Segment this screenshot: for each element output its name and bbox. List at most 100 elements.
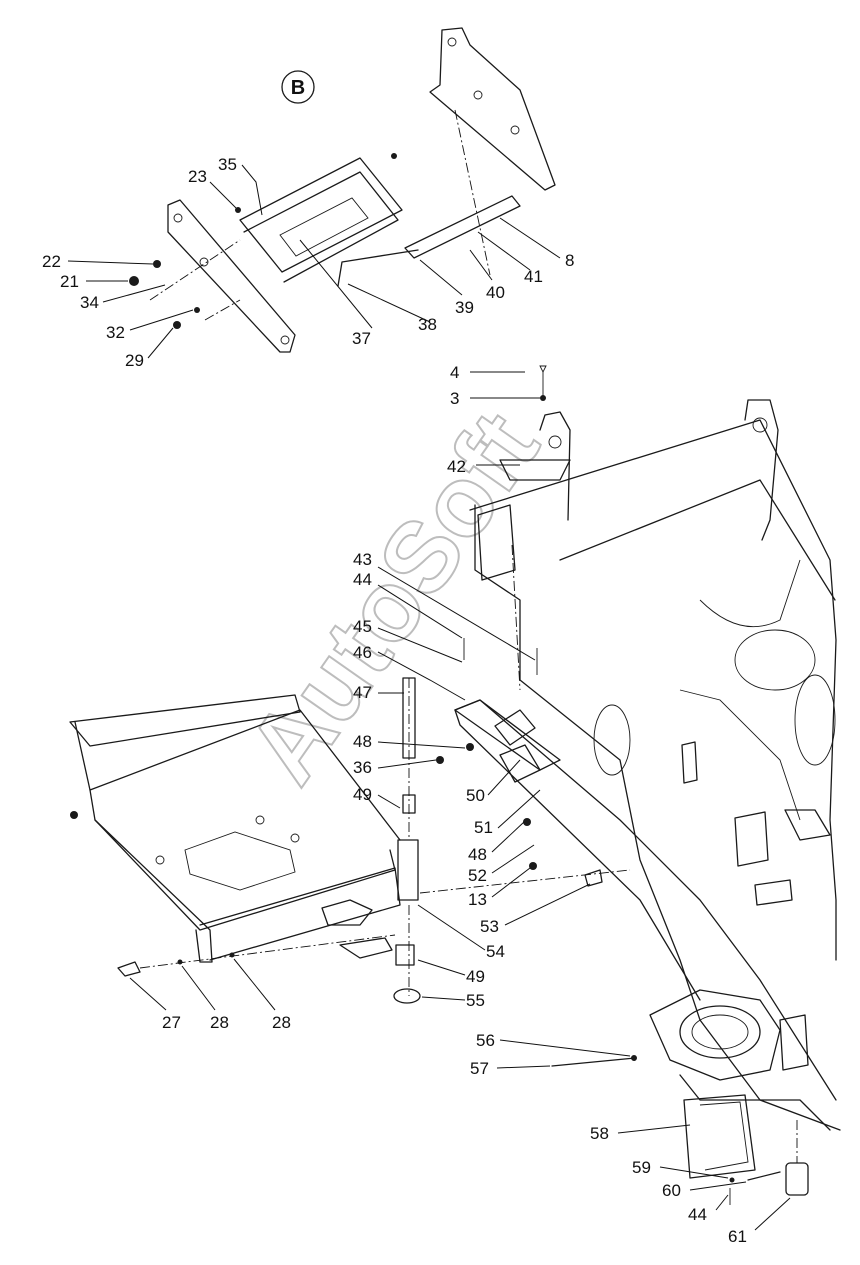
callout: 8 (565, 251, 574, 270)
mount-pad (734, 811, 769, 867)
plate-hole (199, 257, 209, 267)
bolt-57 (551, 1057, 636, 1067)
sleeve-61 (785, 1162, 809, 1196)
callout: 23 (188, 167, 207, 186)
platform (69, 694, 401, 963)
frame-cutout (794, 674, 836, 766)
pin-27 (117, 961, 141, 977)
axis-line (511, 544, 521, 691)
callout: 29 (125, 351, 144, 370)
housing-skirt (679, 1074, 831, 1131)
callout: 38 (418, 315, 437, 334)
callout: 60 (662, 1181, 681, 1200)
axis-line (139, 934, 396, 969)
main-frame (454, 365, 841, 1131)
platform-frame (74, 721, 396, 931)
upright-bracket (429, 27, 556, 191)
bracket-42 (499, 459, 571, 481)
bearing-bore (691, 1014, 749, 1050)
callout: 49 (353, 785, 372, 804)
callout: 59 (632, 1158, 651, 1177)
callout: 57 (470, 1059, 489, 1078)
detail-b: B (42, 27, 574, 370)
bolt-4 (539, 365, 547, 374)
lock-block (494, 709, 536, 746)
lower-hardware (551, 1055, 809, 1205)
washer-56 (631, 1055, 637, 1061)
alignment-line (454, 109, 491, 276)
tray (239, 157, 403, 273)
main-callouts: 4 3 42 43 44 45 46 47 48 36 49 50 51 48 … (162, 363, 747, 1246)
callout: 53 (480, 917, 499, 936)
mount-pad (779, 1014, 809, 1071)
callout: 21 (60, 272, 79, 291)
pin-60 (747, 1171, 781, 1181)
washer-55 (393, 988, 421, 1004)
frame-rail-lower (454, 709, 701, 1001)
hold-down-bar (404, 195, 521, 259)
lifting-lug (744, 399, 779, 541)
hinge-sleeve-54 (397, 839, 419, 901)
washer-59 (729, 1177, 735, 1183)
frame-top-edge (469, 419, 837, 961)
callout: 61 (728, 1227, 747, 1246)
mount-pad (681, 741, 698, 784)
platform-side (199, 867, 401, 961)
mount-pad (784, 809, 831, 841)
washer-28 (177, 959, 183, 965)
guard-58 (683, 1094, 756, 1179)
callout: 47 (353, 683, 372, 702)
callout: 49 (466, 967, 485, 986)
bracket-42-plate (477, 504, 516, 581)
callout: 58 (590, 1124, 609, 1143)
washer-48b (523, 818, 531, 826)
nut (153, 260, 161, 268)
frame-rail (454, 699, 837, 1101)
washer (129, 276, 139, 286)
washer (194, 307, 200, 313)
bolt (235, 207, 241, 213)
deck-hole (155, 855, 165, 865)
callout: 4 (450, 363, 459, 382)
callout: 45 (353, 617, 372, 636)
watermark: AutoSoft (225, 392, 561, 804)
lug-hole (548, 435, 562, 449)
bolt (391, 153, 397, 159)
callout: 22 (42, 252, 61, 271)
callout: 28 (210, 1013, 229, 1032)
detail-b-leaders (67, 164, 561, 359)
callout: 13 (468, 890, 487, 909)
bearing-housing (649, 989, 781, 1081)
nut (173, 321, 181, 329)
callout: 36 (353, 758, 372, 777)
callout: 48 (468, 845, 487, 864)
callout: 52 (468, 866, 487, 885)
callout: 40 (486, 283, 505, 302)
callout: 50 (466, 786, 485, 805)
callout: 39 (455, 298, 474, 317)
guard-58-inner (699, 1101, 749, 1171)
lug-hole (752, 417, 768, 433)
deck-hole (255, 815, 265, 825)
callout: 37 (352, 329, 371, 348)
detail-b-callouts: 22 21 34 32 29 23 35 37 38 39 40 41 8 (42, 155, 574, 370)
deck-opening (184, 831, 296, 891)
nut-13 (529, 862, 537, 870)
frame-side-plate (474, 504, 841, 1131)
bracket-hole (473, 90, 483, 100)
callout: 42 (447, 457, 466, 476)
side-plate (167, 199, 296, 353)
hinge-plate (339, 937, 393, 959)
washer-3 (540, 395, 546, 401)
callout: 48 (353, 732, 372, 751)
tray-cutout (279, 197, 369, 257)
alignment-line (149, 239, 241, 301)
platform-tab (321, 899, 373, 926)
watermark-text: AutoSoft (226, 393, 560, 803)
callout: 32 (106, 323, 125, 342)
platform-rail (69, 694, 301, 747)
nut-36 (436, 756, 444, 764)
bracket-hole (510, 125, 520, 135)
j-bolt (337, 249, 419, 287)
